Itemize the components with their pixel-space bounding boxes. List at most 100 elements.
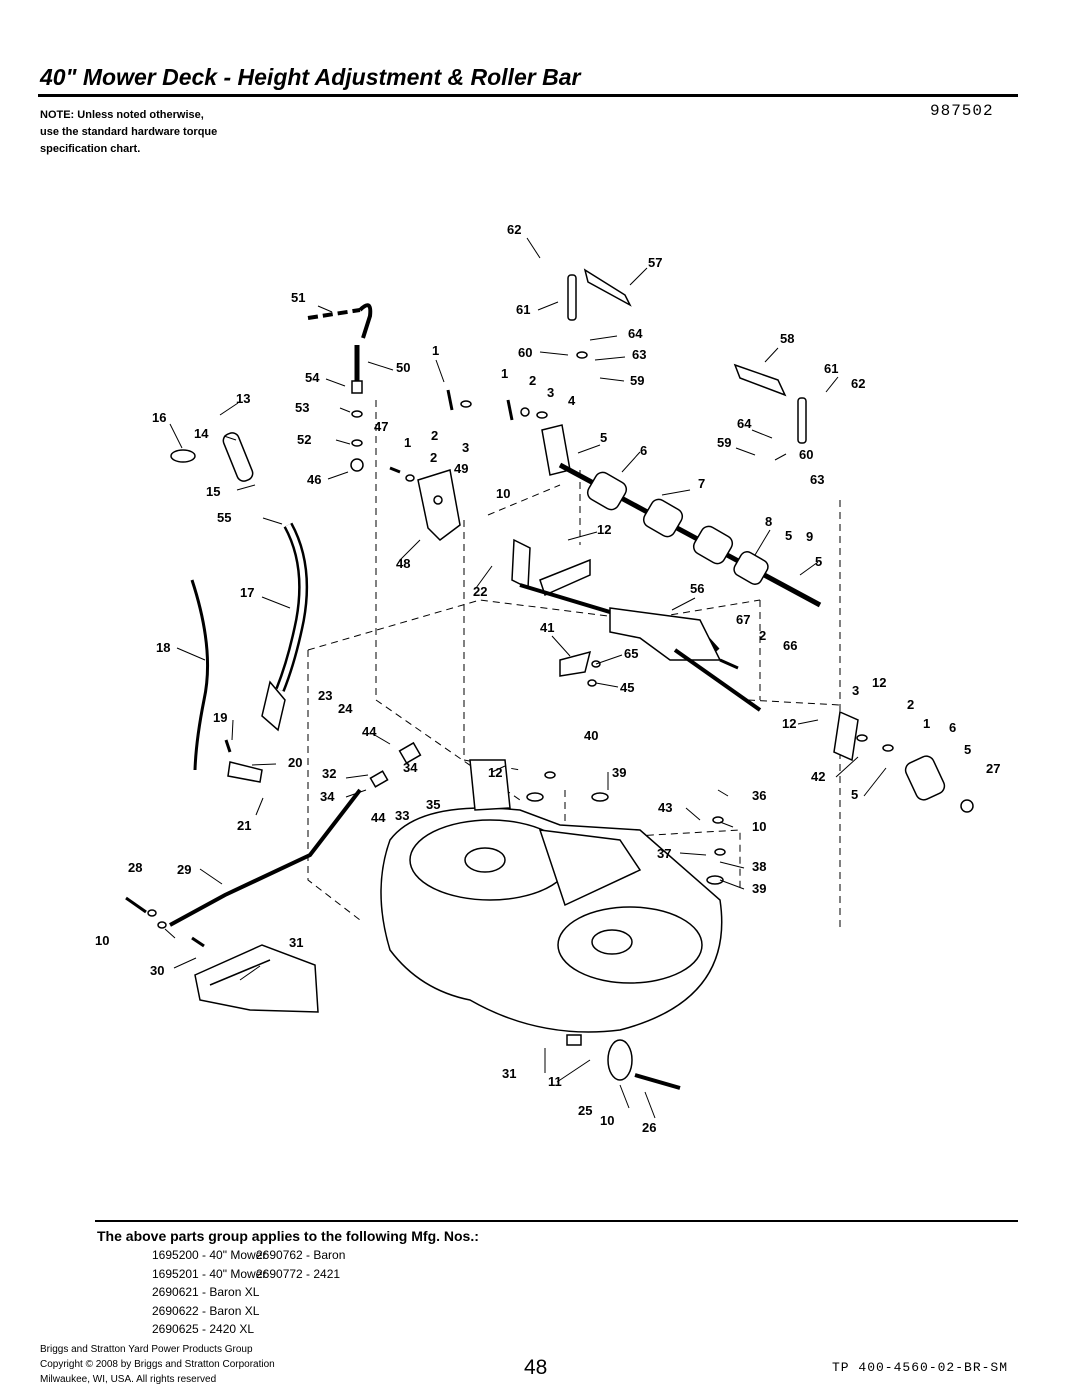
callout-number: 55 bbox=[217, 510, 231, 525]
torque-note-line: NOTE: Unless noted otherwise, bbox=[40, 109, 204, 121]
callout-number: 10 bbox=[496, 486, 510, 501]
callout-number: 58 bbox=[780, 331, 794, 346]
callout-number: 24 bbox=[338, 701, 353, 716]
callout-number: 28 bbox=[128, 860, 142, 875]
callout-number: 59 bbox=[717, 435, 731, 450]
applicability-heading: The above parts group applies to the fol… bbox=[97, 1228, 479, 1244]
callout-number: 17 bbox=[240, 585, 254, 600]
callout-number: 66 bbox=[783, 638, 797, 653]
callout-number: 48 bbox=[396, 556, 410, 571]
mfg-number-list: 2690762 - Baron 2690772 - 2421 bbox=[256, 1246, 345, 1283]
callout-number: 46 bbox=[307, 472, 321, 487]
page-number: 48 bbox=[524, 1356, 548, 1379]
callout-number: 57 bbox=[648, 255, 662, 270]
callout-number: 11 bbox=[548, 1074, 562, 1089]
diagram-number: 987502 bbox=[930, 102, 994, 120]
callout-number: 32 bbox=[322, 766, 336, 781]
callout-number: 54 bbox=[305, 370, 320, 385]
callout-number: 25 bbox=[578, 1103, 592, 1118]
torque-note: NOTE: Unless noted otherwise, use the st… bbox=[40, 107, 217, 158]
applicability-rule bbox=[95, 1220, 1018, 1222]
callout-number: 50 bbox=[396, 360, 410, 375]
callout-number: 31 bbox=[289, 935, 303, 950]
callout-number: 10 bbox=[752, 819, 766, 834]
callout-number: 12 bbox=[782, 716, 796, 731]
callout-number: 65 bbox=[624, 646, 638, 661]
callout-number: 61 bbox=[516, 302, 530, 317]
callout-number: 26 bbox=[642, 1120, 656, 1135]
callout-number: 5 bbox=[851, 787, 858, 802]
callout-number: 39 bbox=[752, 881, 766, 896]
callout-number: 1 bbox=[923, 716, 930, 731]
callout-number: 2 bbox=[431, 428, 438, 443]
callout-number: 64 bbox=[628, 326, 643, 341]
callout-number: 44 bbox=[371, 810, 386, 825]
callout-number: 5 bbox=[785, 528, 792, 543]
callout-number: 60 bbox=[518, 345, 532, 360]
callout-number: 2 bbox=[759, 628, 766, 643]
callout-number: 6 bbox=[949, 720, 956, 735]
mfg-number: 1695200 - 40" Mower bbox=[152, 1248, 267, 1262]
callout-number: 67 bbox=[736, 612, 750, 627]
callout-number: 47 bbox=[374, 419, 388, 434]
callout-number: 36 bbox=[752, 788, 766, 803]
callout-number: 31 bbox=[502, 1066, 516, 1081]
callout-number: 41 bbox=[540, 620, 554, 635]
callout-number: 44 bbox=[362, 724, 377, 739]
callout-number: 3 bbox=[852, 683, 859, 698]
callout-number: 13 bbox=[236, 391, 250, 406]
mfg-number: 1695201 - 40" Mower bbox=[152, 1266, 267, 1281]
callout-number: 61 bbox=[824, 361, 838, 376]
callout-number: 34 bbox=[320, 789, 335, 804]
callout-number: 2 bbox=[430, 450, 437, 465]
callout-number: 29 bbox=[177, 862, 191, 877]
callout-number: 62 bbox=[851, 376, 865, 391]
callout-number: 63 bbox=[632, 347, 646, 362]
callout-number: 1 bbox=[432, 343, 439, 358]
mfg-number: 2690772 - 2421 bbox=[256, 1266, 341, 1281]
torque-note-line: specification chart. bbox=[40, 143, 141, 155]
callout-number: 27 bbox=[986, 761, 1000, 776]
footer-line: Briggs and Stratton Yard Power Products … bbox=[40, 1344, 253, 1355]
mfg-number: 2690625 - 2420 XL bbox=[152, 1322, 255, 1336]
callout-number: 4 bbox=[568, 393, 576, 408]
callout-number: 42 bbox=[811, 769, 825, 784]
mfg-number: 2690621 - Baron XL bbox=[152, 1285, 260, 1299]
callout-number: 52 bbox=[297, 432, 311, 447]
exploded-parts-diagram: 62 57 51 61 64 58 60 63 1 50 54 61 62 1 … bbox=[95, 222, 1000, 1135]
callout-number: 64 bbox=[737, 416, 752, 431]
footer-line: Copyright © 2008 by Briggs and Stratton … bbox=[40, 1359, 275, 1370]
callout-number: 12 bbox=[597, 522, 611, 537]
footer-line: Milwaukee, WI, USA. All rights reserved bbox=[40, 1374, 217, 1385]
callout-number: 3 bbox=[462, 440, 469, 455]
callout-number: 18 bbox=[156, 640, 170, 655]
title-rule bbox=[38, 94, 1018, 97]
callout-number: 7 bbox=[698, 476, 705, 491]
callout-number: 9 bbox=[806, 529, 813, 544]
page-title: 40" Mower Deck - Height Adjustment & Rol… bbox=[40, 64, 581, 90]
callout-number: 5 bbox=[815, 554, 822, 569]
callout-number: 37 bbox=[657, 846, 671, 861]
callout-number: 60 bbox=[799, 447, 813, 462]
callout-number: 6 bbox=[640, 443, 647, 458]
callout-number: 62 bbox=[507, 222, 521, 237]
callout-number: 45 bbox=[620, 680, 634, 695]
callout-number: 35 bbox=[426, 797, 440, 812]
callout-number: 2 bbox=[907, 697, 914, 712]
callout-number: 12 bbox=[488, 765, 502, 780]
callout-number: 39 bbox=[612, 765, 626, 780]
callout-number: 19 bbox=[213, 710, 227, 725]
mfg-number: 2690622 - Baron XL bbox=[152, 1303, 260, 1318]
callout-number: 1 bbox=[404, 435, 411, 450]
callout-number: 30 bbox=[150, 963, 164, 978]
callout-number: 33 bbox=[395, 808, 409, 823]
copyright-footer: Briggs and Stratton Yard Power Products … bbox=[40, 1342, 275, 1387]
callout-number: 12 bbox=[872, 675, 886, 690]
callout-number: 56 bbox=[690, 581, 704, 596]
torque-note-line: use the standard hardware torque bbox=[40, 126, 218, 138]
callout-number: 63 bbox=[810, 472, 824, 487]
callout-number: 22 bbox=[473, 584, 487, 599]
callout-number: 8 bbox=[765, 514, 772, 529]
callout-number: 16 bbox=[152, 410, 166, 425]
callout-number: 15 bbox=[206, 484, 220, 499]
